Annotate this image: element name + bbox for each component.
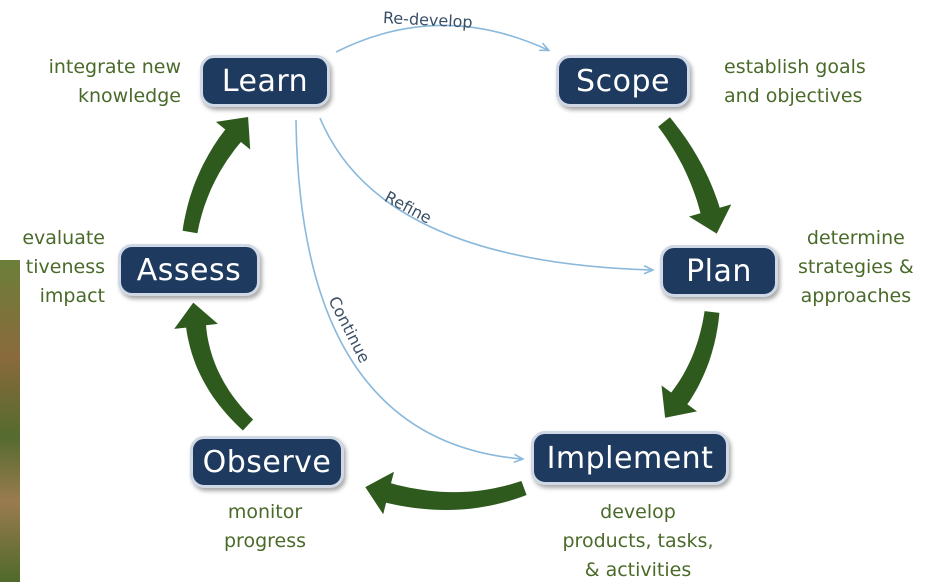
learn-description: integrate new knowledge: [48, 56, 181, 107]
plan-to-implement-arrow: [661, 311, 720, 418]
implement-description: develop products, tasks, & activities: [562, 501, 714, 581]
observe-node[interactable]: Observe: [190, 436, 344, 488]
scope-to-plan-arrow: [658, 117, 732, 234]
implement-node[interactable]: Implement: [531, 431, 729, 485]
cycle-arrows: [174, 117, 732, 515]
implement-to-observe-arrow: [365, 471, 527, 515]
observe-description: monitor progress: [223, 501, 307, 552]
assess-to-learn-arrow: [182, 117, 251, 234]
scope-node[interactable]: Scope: [556, 55, 690, 107]
learn-node[interactable]: Learn: [200, 55, 330, 107]
observe-to-assess-arrow: [174, 302, 254, 431]
assess-node[interactable]: Assess: [118, 244, 260, 296]
background-photo-fragment: [0, 260, 20, 582]
assess-description: evaluate tiveness impact: [22, 227, 105, 307]
plan-node[interactable]: Plan: [660, 245, 778, 297]
scope-description: establish goals and objectives: [724, 56, 866, 107]
plan-description: determine strategies & approaches: [798, 227, 914, 307]
continue-arrow: [295, 119, 522, 459]
refine-arrow: [319, 117, 652, 270]
redevelop-arrow: [335, 24, 548, 53]
